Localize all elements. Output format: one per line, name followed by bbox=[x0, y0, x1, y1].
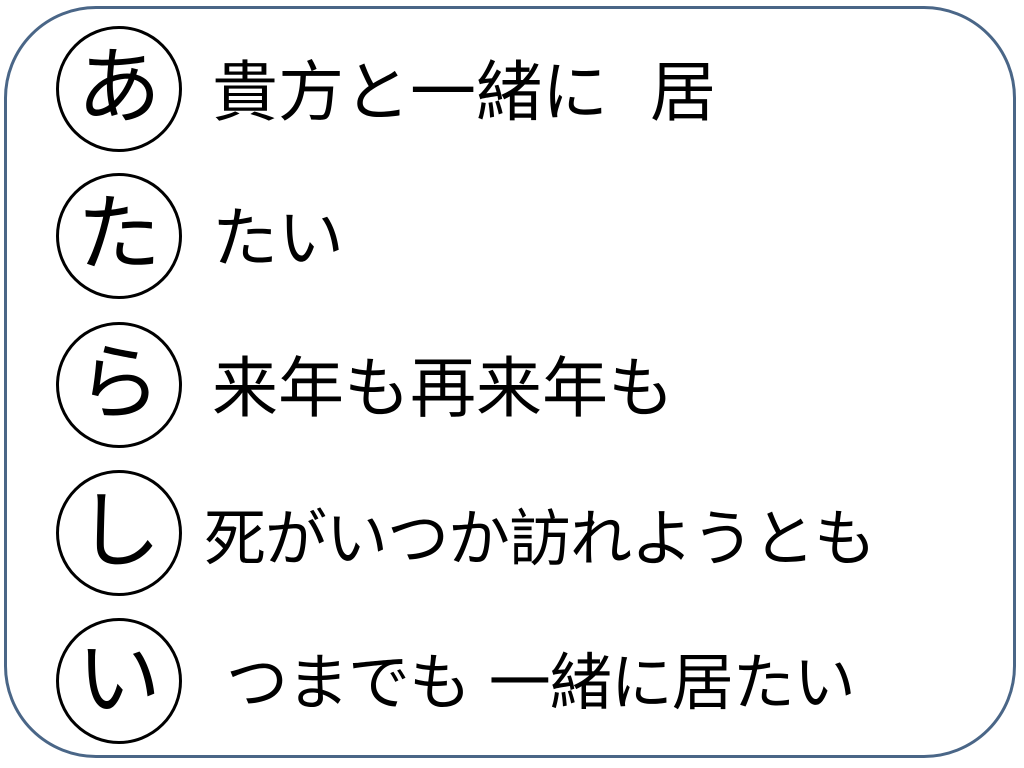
line-text-5: つまでも 一緒に居たい bbox=[226, 646, 856, 719]
line-text-2: たい bbox=[212, 200, 344, 277]
line-text-3: 来年も再来年も bbox=[212, 350, 674, 427]
initial-circle-3: ら bbox=[56, 322, 182, 448]
rounded-frame bbox=[4, 6, 1016, 758]
initial-char-4: し bbox=[76, 482, 161, 580]
initial-char-2: た bbox=[76, 185, 161, 283]
initial-circle-5: い bbox=[56, 618, 182, 744]
initial-char-3: ら bbox=[76, 334, 161, 432]
initial-circle-1: あ bbox=[56, 26, 182, 152]
initial-circle-2: た bbox=[56, 173, 182, 299]
initial-char-5: い bbox=[76, 630, 161, 728]
initial-char-1: あ bbox=[76, 38, 161, 136]
line-text-4: 死がいつか訪れようとも bbox=[204, 502, 876, 575]
initial-circle-4: し bbox=[56, 470, 182, 596]
line-text-1: 貴方と一緒に 居 bbox=[212, 54, 716, 131]
